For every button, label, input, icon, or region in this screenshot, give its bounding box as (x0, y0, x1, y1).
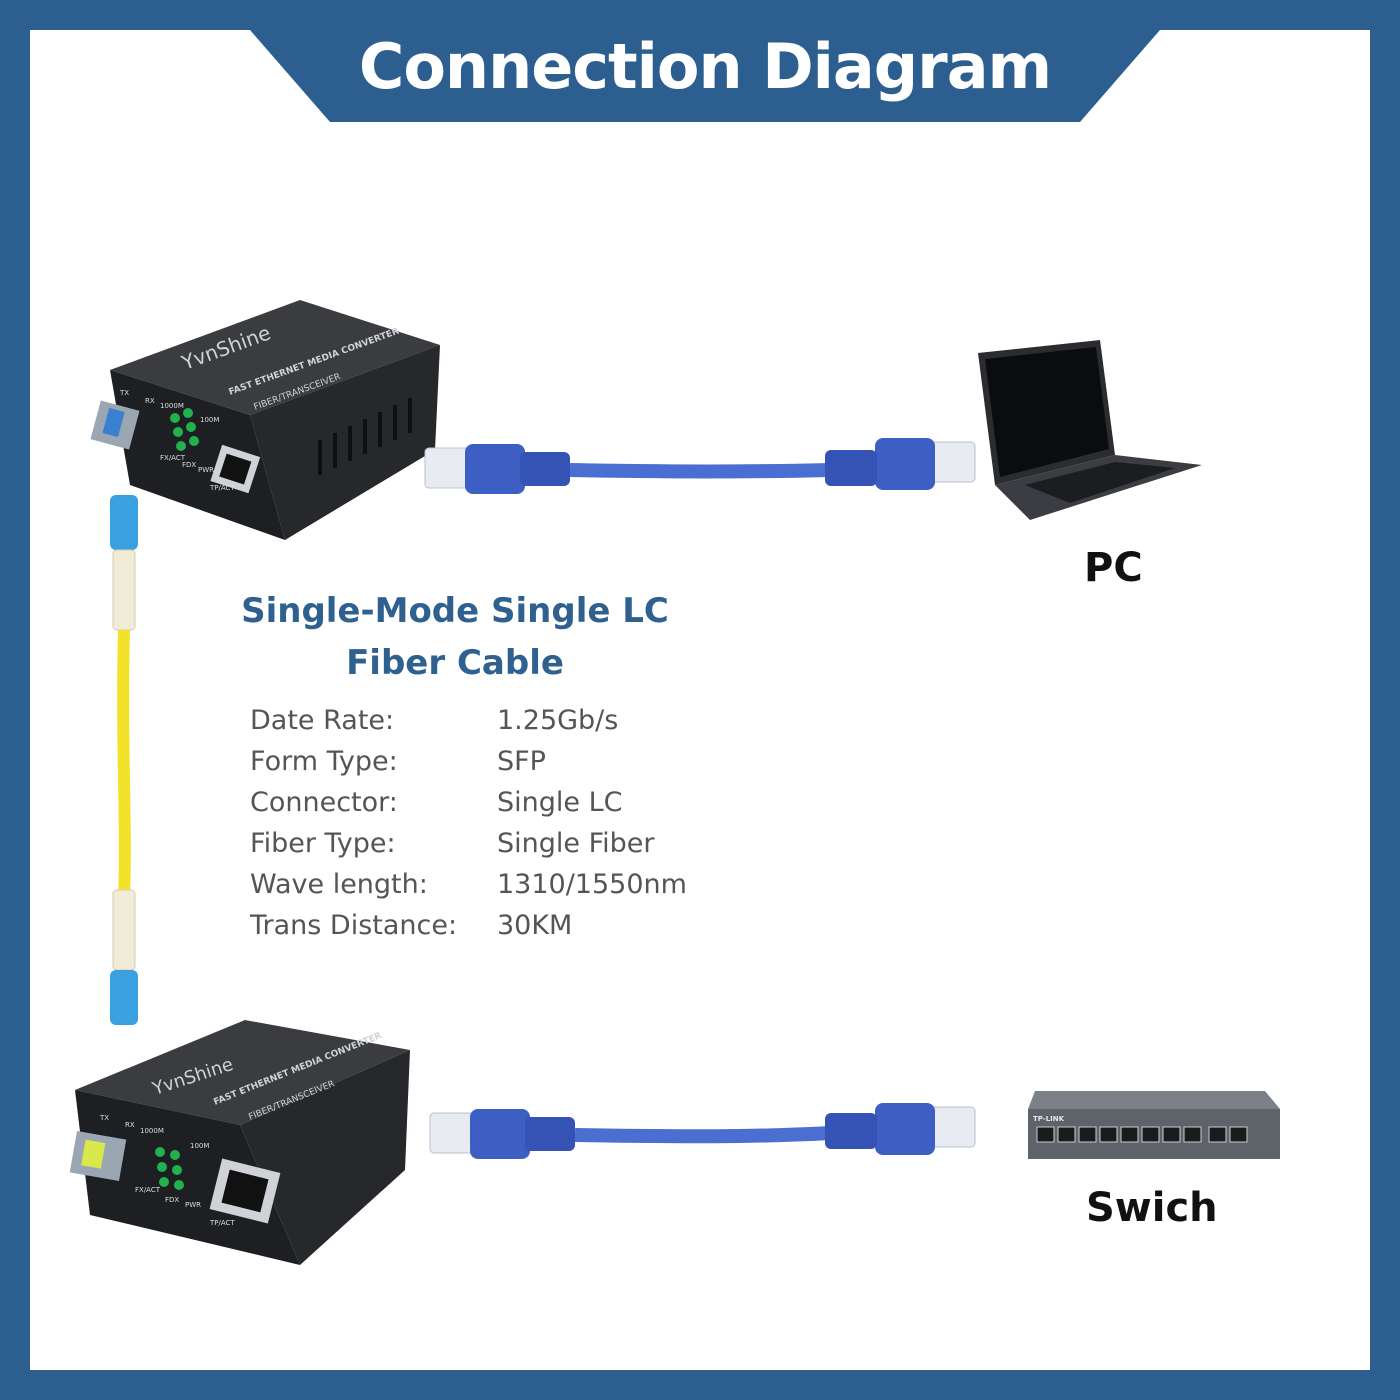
rj45-plug-left (429, 1112, 476, 1154)
spec-value: 1310/1550nm (497, 869, 687, 900)
rj45-strain-left (520, 452, 570, 486)
ethernet-cable-wire (569, 463, 831, 479)
spec-row: Wave length: 1310/1550nm (250, 864, 687, 905)
label-tp-act: TP/ACT (209, 1219, 235, 1227)
switch-top-face (1028, 1091, 1280, 1109)
spec-row: Fiber Type: Single Fiber (250, 823, 687, 864)
sfp-lc-port (81, 1139, 106, 1169)
spec-key: Wave length: (250, 869, 428, 900)
fiber-cable-title-line2: Fiber Cable (346, 643, 564, 683)
label-tx: TX (99, 1114, 109, 1122)
lc-connector-bottom (110, 970, 138, 1025)
ethernet-cable-bottom (429, 1103, 976, 1159)
switch-label: Swich (1086, 1185, 1218, 1231)
spec-value: Single Fiber (497, 828, 655, 859)
label-1000m: 1000M (140, 1127, 164, 1135)
ethernet-cable-top (424, 438, 976, 494)
media-converter-top: YvnShine FAST ETHERNET MEDIA CONVERTER F… (90, 300, 440, 540)
label-1000m: 1000M (160, 402, 184, 410)
status-leds (155, 1147, 184, 1190)
label-tp-act: TP/ACT (209, 484, 235, 492)
fiber-cable-title-line1: Single-Mode Single LC (241, 591, 669, 631)
label-rx: RX (145, 397, 155, 405)
label-fx-act: FX/ACT (135, 1186, 161, 1194)
lc-boot-top (112, 549, 136, 631)
spec-key: Form Type: (250, 746, 398, 777)
spec-row: Connector: Single LC (250, 782, 687, 823)
converter-side-face (240, 1050, 410, 1265)
spec-key: Date Rate: (250, 705, 395, 736)
network-switch: TP-LINK (1028, 1091, 1280, 1159)
rj45-port-hole (221, 1169, 269, 1213)
sfp-lc-port (102, 407, 125, 438)
spec-value: Single LC (497, 787, 623, 818)
label-fdx: FDX (182, 461, 196, 469)
spec-key: Fiber Type: (250, 828, 396, 859)
label-pwr: PWR (198, 466, 214, 474)
spec-row: Date Rate: 1.25Gb/s (250, 700, 687, 741)
lc-connector-top (110, 495, 138, 550)
title-banner (250, 30, 1160, 122)
spec-key: Connector: (250, 787, 398, 818)
rj45-strain-right (825, 450, 877, 486)
label-100m: 100M (190, 1142, 209, 1150)
spec-value: 1.25Gb/s (497, 705, 619, 736)
spec-value: 30KM (497, 910, 573, 941)
rj45-plug-right (929, 441, 976, 483)
rj45-boot-left (465, 444, 525, 494)
label-fdx: FDX (165, 1196, 179, 1204)
rj45-boot-left (470, 1109, 530, 1159)
fiber-wire (117, 629, 131, 896)
fiber-patch-cable (110, 495, 138, 1025)
switch-ports (1036, 1126, 1248, 1143)
rj45-strain-right (825, 1113, 877, 1149)
page-title: Connection Diagram (358, 30, 1052, 103)
spec-table: Date Rate: 1.25Gb/s Form Type: SFP Conne… (250, 700, 687, 946)
converter-top-face (110, 300, 440, 415)
spec-key: Trans Distance: (250, 910, 458, 941)
spec-value: SFP (497, 746, 546, 777)
ethernet-cable-wire (574, 1126, 831, 1144)
label-pwr: PWR (185, 1201, 201, 1209)
label-100m: 100M (200, 416, 219, 424)
status-leds (170, 408, 199, 451)
converter-vents (318, 398, 412, 475)
rj45-port-hole (219, 453, 252, 485)
fiber-cable-title: Single-Mode Single LC Fiber Cable (220, 585, 690, 689)
spec-row: Trans Distance: 30KM (250, 905, 687, 946)
media-converter-bottom: YvnShine FAST ETHERNET MEDIA CONVERTER F… (69, 1020, 410, 1265)
laptop-screen (985, 347, 1109, 477)
label-fx-act: FX/ACT (160, 454, 186, 462)
rj45-boot-right (875, 1103, 935, 1155)
rj45-plug-right (929, 1106, 976, 1148)
title-banner-shape (250, 30, 1160, 122)
label-rx: RX (125, 1121, 135, 1129)
label-tx: TX (119, 389, 129, 397)
spec-row: Form Type: SFP (250, 741, 687, 782)
pc-label: PC (1084, 545, 1143, 591)
laptop-pc (978, 340, 1202, 520)
converter-front-face (110, 370, 285, 540)
rj45-strain-left (525, 1117, 575, 1151)
rj45-plug-left (424, 447, 471, 489)
converter-top-face (75, 1020, 410, 1125)
lc-boot-bottom (112, 889, 136, 971)
switch-brand: TP-LINK (1033, 1115, 1065, 1123)
converter-side-face (250, 345, 440, 540)
laptop-keyboard (1025, 462, 1175, 503)
rj45-boot-right (875, 438, 935, 490)
